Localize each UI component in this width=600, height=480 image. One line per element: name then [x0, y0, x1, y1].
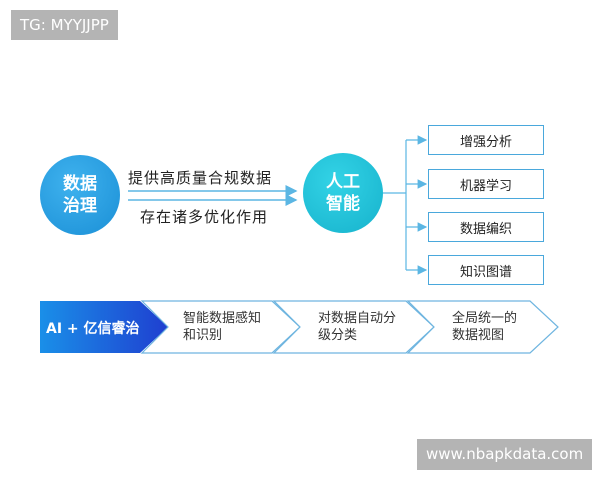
step-line2: 和识别 — [183, 328, 223, 343]
output-box-3: 数据编织 — [428, 212, 544, 242]
output-box-4: 知识图谱 — [428, 255, 544, 285]
circle-label-line1: 数据 — [63, 174, 97, 194]
watermark-top-left: TG: MYYJJPP — [11, 10, 118, 40]
step-2-text: 对数据自动分 级分类 — [318, 310, 396, 344]
data-governance-circle: 数据 治理 — [40, 155, 120, 235]
circle-label-line1: 人工 — [326, 172, 360, 192]
step-3-text: 全局统一的 数据视图 — [452, 310, 517, 344]
step-line2: 级分类 — [318, 328, 358, 343]
process-lead-label: AI + 亿信睿治 — [46, 321, 140, 337]
step-line1: 智能数据感知 — [183, 311, 262, 326]
step-line1: 对数据自动分 — [318, 311, 397, 326]
step-line1: 全局统一的 — [452, 311, 518, 326]
circle-label-line2: 治理 — [63, 196, 97, 216]
ai-circle: 人工 智能 — [303, 153, 383, 233]
step-line2: 数据视图 — [452, 328, 505, 343]
flow-label-top: 提供高质量合规数据 — [128, 169, 273, 187]
circle-label-line2: 智能 — [326, 194, 360, 214]
output-box-2: 机器学习 — [428, 169, 544, 199]
flow-label-bottom: 存在诸多优化作用 — [140, 208, 269, 226]
lead-chevron — [40, 301, 168, 353]
step-1-text: 智能数据感知 和识别 — [183, 310, 261, 344]
watermark-bottom-right: www.nbapkdata.com — [417, 439, 593, 470]
step-chevron-1 — [140, 300, 301, 354]
output-box-1: 增强分析 — [428, 125, 544, 155]
step-chevron-3 — [406, 300, 559, 354]
step-chevron-2 — [272, 300, 435, 354]
